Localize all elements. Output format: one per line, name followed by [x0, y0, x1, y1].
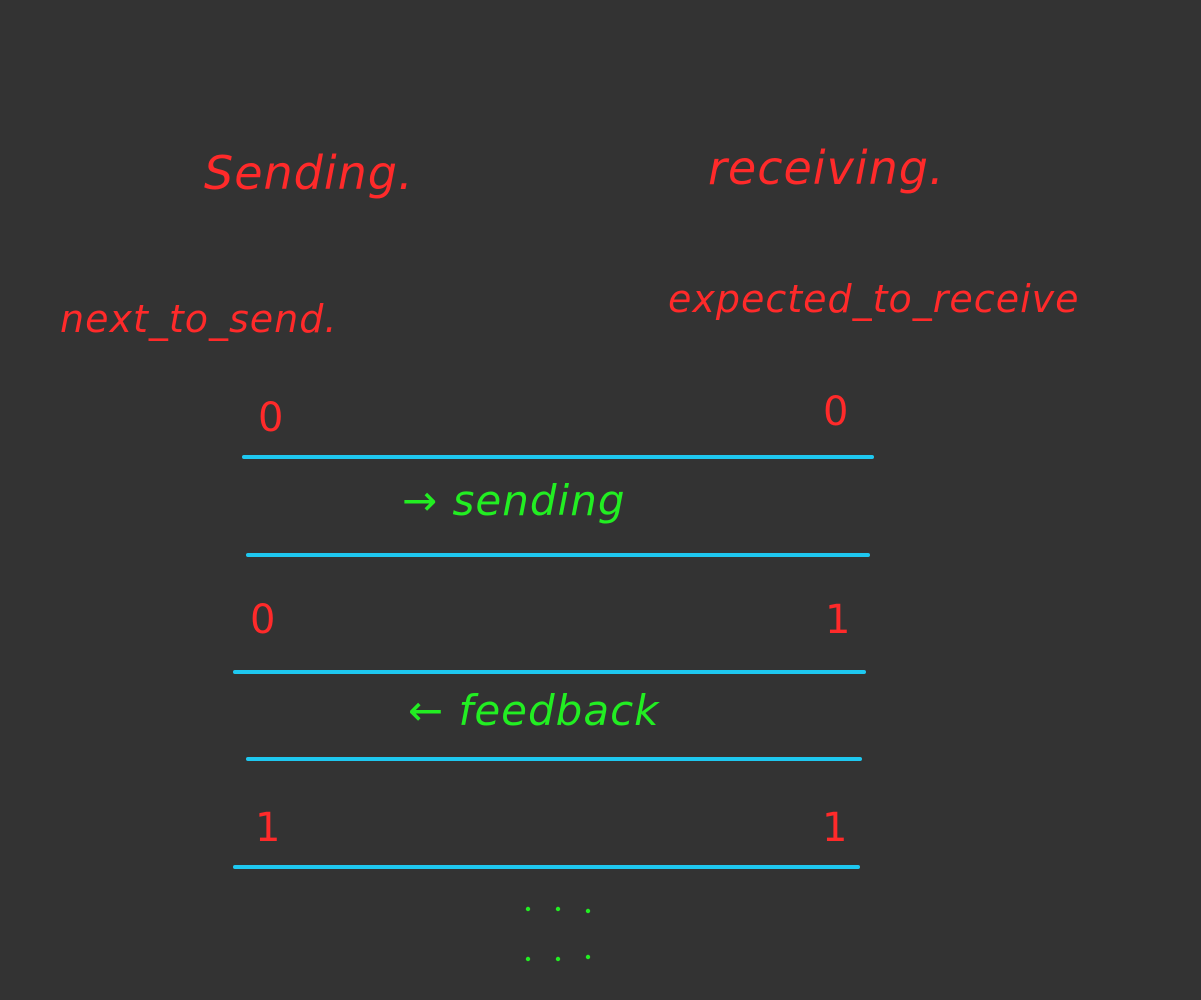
sender-value-row-2: 0: [250, 597, 277, 643]
sending-message: → sending: [402, 476, 626, 525]
receiver-variable-label: expected_to_receive: [668, 277, 1080, 321]
feedback-message: ← feedback: [408, 686, 660, 735]
continuation-dots: [525, 906, 591, 962]
receiver-heading: receiving.: [708, 141, 945, 195]
sender-heading: Sending.: [204, 146, 414, 200]
receiver-value-row-1: 0: [823, 389, 850, 435]
divider-line: [246, 757, 862, 761]
divider-line: [242, 455, 874, 459]
sender-value-row-1: 0: [258, 395, 285, 441]
sender-value-row-3: 1: [255, 805, 282, 851]
receiver-value-row-3: 1: [822, 805, 849, 851]
sender-variable-label: next_to_send.: [60, 297, 338, 341]
divider-line: [233, 670, 866, 674]
divider-line: [233, 865, 860, 869]
divider-line: [246, 553, 870, 557]
receiver-value-row-2: 1: [825, 597, 852, 643]
